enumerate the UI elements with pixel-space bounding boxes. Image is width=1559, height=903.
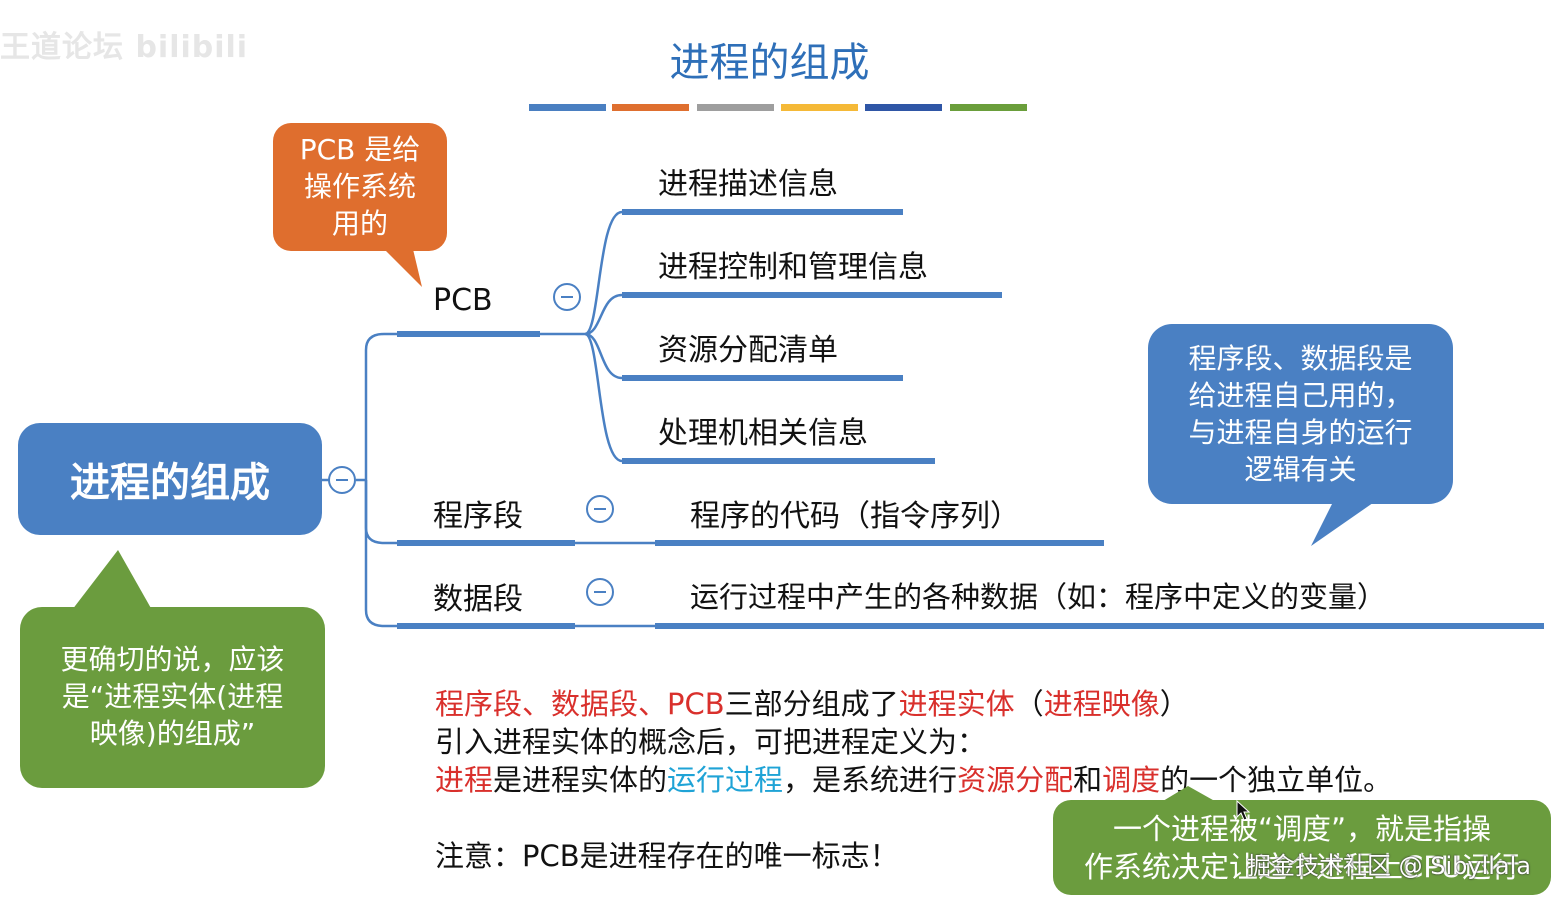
entity-callout: 更确切的说，应该 是“进程实体(进程 映像)的组成”: [20, 607, 325, 788]
segment-callout-line-1: 程序段、数据段是: [1188, 342, 1413, 375]
pcb-callout-line-2: 操作系统: [303, 170, 416, 203]
pcb-callout: PCB 是给 操作系统 用的: [273, 123, 447, 251]
segment-callout-line-3: 与进程自身的运行: [1188, 416, 1413, 449]
schedule-callout: 一个进程被“调度”，就是指操 作系统决定让这个进程上CPU运行: [1053, 800, 1551, 895]
mouse-cursor-icon: [1236, 800, 1251, 821]
pcb-child-4[interactable]: 处理机相关信息: [658, 416, 868, 451]
schedule-callout-line-1: 一个进程被“调度”，就是指操: [1112, 812, 1492, 846]
slide-title: 进程的组成: [669, 40, 870, 86]
collapse-program-segment-icon[interactable]: [586, 495, 614, 523]
segment-callout: 程序段、数据段是 给进程自己用的， 与进程自身的运行 逻辑有关: [1148, 324, 1453, 504]
title-color-bar-6: [950, 104, 1027, 111]
body-line-3-and: 和: [1073, 763, 1103, 797]
body-line-3: 进程是进程实体的运行过程，是系统进行资源分配和调度的一个独立单位。: [435, 757, 1392, 799]
body-line-1-close: ）: [1159, 687, 1189, 721]
entity-callout-line-2: 是“进程实体(进程: [61, 680, 284, 713]
body-line-2: 引入进程实体的概念后，可把进程定义为：: [435, 725, 987, 759]
collapse-root-icon[interactable]: [328, 466, 356, 494]
data-segment-underline: [397, 623, 575, 629]
pcb-child-underline-3: [622, 375, 903, 381]
juejin-watermark: 掘金技术社区 @ Sibyllala: [1247, 852, 1532, 880]
segment-callout-line-2: 给进程自己用的，: [1188, 379, 1413, 412]
body-line-3-text-2: ，是系统进行: [783, 763, 958, 797]
body-line-3-resource: 资源分配: [957, 763, 1074, 797]
title-color-bar-2: [612, 104, 689, 111]
body-line-3-schedule: 调度: [1102, 763, 1161, 797]
root-node[interactable]: 进程的组成: [18, 423, 322, 535]
entity-callout-line-1: 更确切的说，应该: [60, 643, 285, 676]
program-segment-underline: [397, 540, 575, 546]
root-node-label: 进程的组成: [70, 460, 270, 506]
schedule-callout-line-2: 作系统决定让这个进程上CPU运行: [1084, 850, 1520, 884]
schedule-callout-tail: [1158, 786, 1220, 804]
data-segment-child[interactable]: 运行过程中产生的各种数据（如：程序中定义的变量）: [690, 580, 1387, 614]
pcb-child-3[interactable]: 资源分配清单: [658, 333, 838, 368]
program-code-underline: [655, 540, 1104, 546]
pcb-callout-tail: [380, 245, 422, 287]
pcb-callout-line-1: PCB 是给: [299, 133, 421, 166]
body-line-1: 程序段、数据段、PCB三部分组成了进程实体（进程映像）: [435, 681, 1189, 723]
body-line-3-process: 进程: [435, 763, 494, 797]
body-line-1-image: 进程映像: [1043, 687, 1160, 721]
data-segment-node[interactable]: 数据段: [433, 582, 523, 617]
entity-callout-tail: [72, 550, 152, 610]
body-note: 注意：PCB是进程存在的唯一标志！: [435, 839, 899, 873]
entity-callout-line-3: 映像)的组成”: [89, 717, 256, 750]
title-color-bar-3: [697, 104, 774, 111]
pcb-child-underline-2: [622, 292, 1002, 298]
collapse-data-segment-icon[interactable]: [586, 578, 614, 606]
body-line-1-open: （: [1014, 687, 1044, 721]
pcb-node[interactable]: PCB: [433, 283, 493, 318]
program-segment-child[interactable]: 程序的代码（指令序列）: [690, 499, 1020, 534]
body-line-3-running: 运行过程: [667, 763, 784, 797]
pcb-callout-line-3: 用的: [331, 207, 388, 240]
collapse-pcb-icon[interactable]: [553, 283, 581, 311]
title-color-bar-1: [529, 104, 606, 111]
title-color-bar-5: [865, 104, 942, 111]
body-line-1-entity: 进程实体: [898, 687, 1015, 721]
body-line-3-text-1: 是进程实体的: [493, 763, 668, 797]
body-line-1-terms: 程序段、数据段、PCB: [435, 687, 725, 721]
segment-callout-tail: [1311, 498, 1380, 546]
body-line-3-text-3: 的一个独立单位。: [1160, 763, 1393, 797]
pcb-child-1[interactable]: 进程描述信息: [658, 167, 838, 202]
body-line-1-text: 三部分组成了: [724, 687, 899, 721]
data-content-underline: [655, 623, 1544, 629]
pcb-child-underline-4: [622, 458, 935, 464]
title-color-bar-4: [781, 104, 858, 111]
program-segment-node[interactable]: 程序段: [433, 499, 523, 534]
pcb-child-underline-1: [622, 209, 903, 215]
bilibili-watermark: 王道论坛 bilibili: [0, 30, 249, 65]
segment-callout-line-4: 逻辑有关: [1244, 453, 1357, 486]
pcb-child-2[interactable]: 进程控制和管理信息: [658, 250, 928, 285]
pcb-underline: [397, 331, 540, 337]
